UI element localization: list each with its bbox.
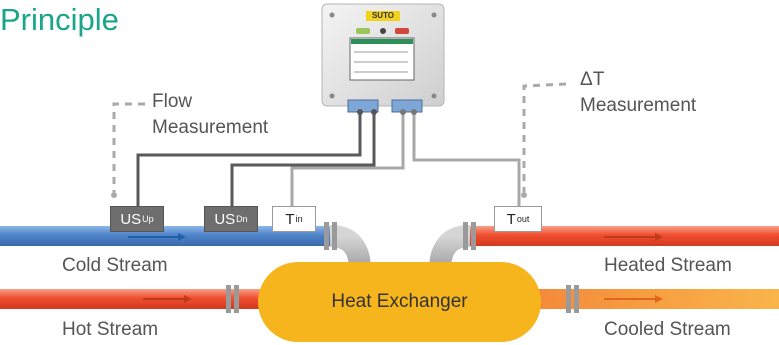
flow-leader-dot [111,192,117,198]
sensor-us-dn-sub: Dn [236,214,248,224]
page-title: Principle [0,2,119,37]
cooled-flow-arrow [604,295,663,303]
measurement-device [321,3,445,115]
cold-stream-label: Cold Stream [62,255,168,276]
hot-flow-arrow [143,295,192,303]
dt-label-line2: Measurement [580,95,697,116]
sensor-t-in-sub: in [295,214,303,224]
device-gland-3 [400,109,406,115]
device-button-center [380,28,386,34]
heat-exchanger-label: Heat Exchanger [331,291,468,312]
heated-pipe-flange [463,222,468,250]
device-gland-2 [371,109,377,115]
device-screw-br [431,93,437,99]
device-button-left [356,28,370,34]
heated-pipe-flange-2 [471,222,476,250]
heat-exchanger: Heat Exchanger [258,262,541,342]
heated-stream-label: Heated Stream [604,255,732,276]
device-screw-tl [329,12,335,18]
flow-leader-line [112,102,145,192]
device-screen [349,37,415,81]
device-screen-header [351,39,413,44]
sensor-t-in-main: T [285,210,295,228]
heated-flow-arrow [604,233,663,241]
temperature-cables [290,112,521,206]
cold-pipe-flange [324,222,329,250]
dt-label-line1: ΔT [580,69,605,90]
hot-stream-pipe [0,289,262,309]
cold-pipe-flange-2 [332,222,337,250]
sensor-us-up-sub: Up [142,214,154,224]
dt-leader-line [522,82,567,192]
device-gland-1 [357,109,363,115]
device-screw-bl [329,93,335,99]
flow-label-line2: Measurement [152,117,269,138]
sensor-t-out-sub: out [516,214,530,224]
flow-cables [136,112,376,206]
sensor-us-dn-main: US [214,210,236,228]
flow-label-line1: Flow [152,91,193,112]
device-screw-tr [431,12,437,18]
device-logo-plate [366,11,400,21]
cooled-pipe-flange-2 [574,285,579,313]
cooled-pipe-flange [566,285,571,313]
hot-pipe-flange-2 [234,285,239,313]
sensor-t-out-main: T [506,210,516,228]
hot-pipe-flange [226,285,231,313]
device-gland-4 [411,109,417,115]
hot-stream-label: Hot Stream [62,319,159,340]
device-button-right [395,28,409,34]
cooled-stream-label: Cooled Stream [604,319,731,340]
cold-flow-arrow [128,233,186,241]
device-logo: SUTO [371,11,395,20]
sensor-us-up-main: US [120,210,142,228]
dt-leader-dot [521,192,527,198]
device-connector-block-right [391,99,423,113]
